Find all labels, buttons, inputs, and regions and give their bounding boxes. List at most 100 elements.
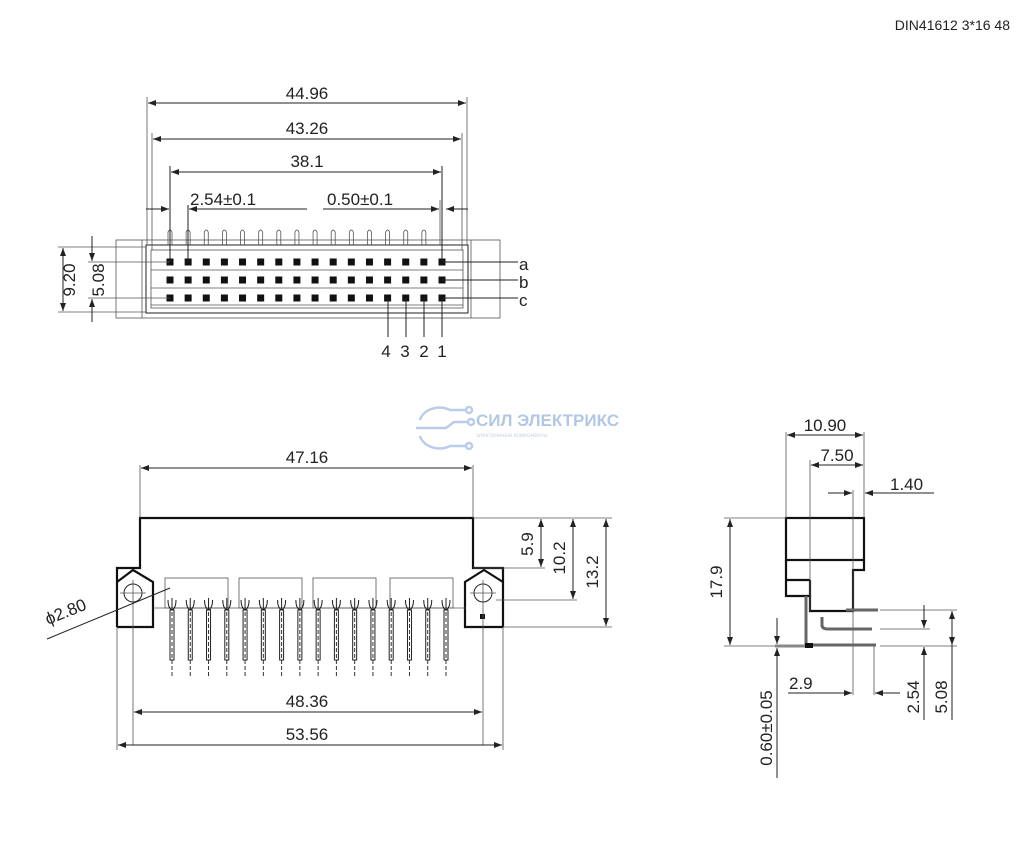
dim-overall: 44.96	[286, 84, 329, 103]
front-pin	[386, 598, 396, 676]
key-tab	[294, 229, 300, 245]
dim-hole-span: 48.36	[286, 692, 329, 711]
key-tab	[222, 229, 227, 245]
key-tab	[258, 229, 264, 245]
front-pin	[350, 598, 360, 676]
dim-height-side: 17.9	[707, 565, 726, 598]
front-pin	[423, 598, 433, 676]
pin-a	[257, 258, 265, 266]
pin-a	[311, 258, 319, 266]
dim-pin-diameter: 0.60±0.05	[757, 690, 776, 766]
pin-a	[202, 258, 210, 266]
dim-hole-diameter: ϕ2.80	[42, 595, 89, 629]
key-tab	[312, 229, 318, 245]
key-tab	[330, 229, 336, 245]
dim-d3: 1.40	[890, 475, 923, 494]
pin-number-1: 1	[437, 342, 446, 361]
pin-a	[402, 258, 410, 266]
pin-b	[329, 276, 337, 284]
key-tab	[421, 229, 427, 245]
dim-depth: 10.90	[804, 416, 847, 435]
dim-d2: 7.50	[820, 446, 853, 465]
pin-a	[220, 258, 228, 266]
front-pin	[331, 598, 341, 676]
pin-c	[329, 294, 337, 302]
pin-c	[184, 294, 192, 302]
pin-c	[347, 294, 355, 302]
dim-inner: 43.26	[286, 119, 329, 138]
front-pin	[222, 598, 232, 676]
key-tabs	[167, 229, 427, 245]
dim-row1: 2.54	[904, 680, 923, 713]
dim-d4: 2.9	[789, 674, 813, 693]
pin-b	[311, 276, 319, 284]
front-pin	[240, 598, 250, 676]
pin-b	[384, 276, 392, 284]
pin-b	[275, 276, 283, 284]
pin-c	[275, 294, 283, 302]
dim-pitch: 2.54±0.1	[190, 190, 256, 209]
dim-h3: 13.2	[583, 555, 602, 588]
key-tab	[348, 229, 354, 245]
pin-a	[347, 258, 355, 266]
pin-c	[220, 294, 228, 302]
key-tab	[203, 229, 209, 245]
pin-a	[384, 258, 392, 266]
front-pin	[204, 598, 214, 676]
pin-a	[275, 258, 283, 266]
pin-grid	[166, 258, 446, 302]
front-pin	[441, 598, 451, 676]
key-tab	[276, 229, 282, 245]
front-pin	[277, 598, 287, 676]
key-tab	[367, 229, 372, 245]
pin-b	[202, 276, 210, 284]
watermark-tagline: электронные компоненты	[476, 433, 548, 439]
pin-a	[420, 258, 428, 266]
pin-b	[420, 276, 428, 284]
row-label-c: c	[519, 291, 528, 310]
dim-offset: 0.50±0.1	[327, 190, 393, 209]
key-tab	[385, 229, 390, 245]
pin-c	[257, 294, 265, 302]
pin-b	[347, 276, 355, 284]
pin-a	[329, 258, 337, 266]
pin-c	[239, 294, 247, 302]
pin-number-3: 3	[400, 342, 409, 361]
dim-h1: 5.9	[518, 532, 537, 556]
key-tab	[403, 229, 409, 245]
pin-a	[365, 258, 373, 266]
front-pin	[404, 598, 414, 676]
side-view: 10.90 7.50 1.40 17.9 0.60±0.05 2.9 2.54 …	[707, 416, 957, 778]
pin-b	[220, 276, 228, 284]
dim-row2: 5.08	[932, 680, 951, 713]
dim-body-width: 47.16	[286, 448, 329, 467]
pin-a	[293, 258, 301, 266]
pin-number-2: 2	[419, 342, 428, 361]
front-pin	[313, 598, 323, 676]
pin-c	[311, 294, 319, 302]
front-pin	[258, 598, 268, 676]
pin-b	[293, 276, 301, 284]
circuit-logo-icon	[416, 405, 476, 451]
watermark-name: СИЛ ЭЛЕКТРИКС	[476, 411, 619, 430]
pin-b	[239, 276, 247, 284]
front-pin	[368, 598, 378, 676]
watermark-logo: СИЛ ЭЛЕКТРИКС электронные компоненты	[416, 405, 619, 451]
key-tab	[240, 229, 245, 245]
dim-pin-span: 38.1	[290, 152, 323, 171]
drawing-title: DIN41612 3*16 48	[895, 17, 1010, 33]
pin-a	[239, 258, 247, 266]
front-view: 47.16 48.36 53.56 ϕ2.80 5.9 10.2 13.2	[42, 448, 612, 750]
pin-b	[166, 276, 174, 284]
pin-b	[257, 276, 265, 284]
front-pin	[295, 598, 305, 676]
pin-c	[202, 294, 210, 302]
row-label-a: a	[519, 255, 529, 274]
dim-overall-width: 53.56	[286, 725, 329, 744]
row-label-b: b	[519, 273, 528, 292]
pin-b	[365, 276, 373, 284]
pin-row	[167, 598, 451, 676]
pin-number-4: 4	[381, 342, 390, 361]
front-pin	[185, 598, 195, 676]
